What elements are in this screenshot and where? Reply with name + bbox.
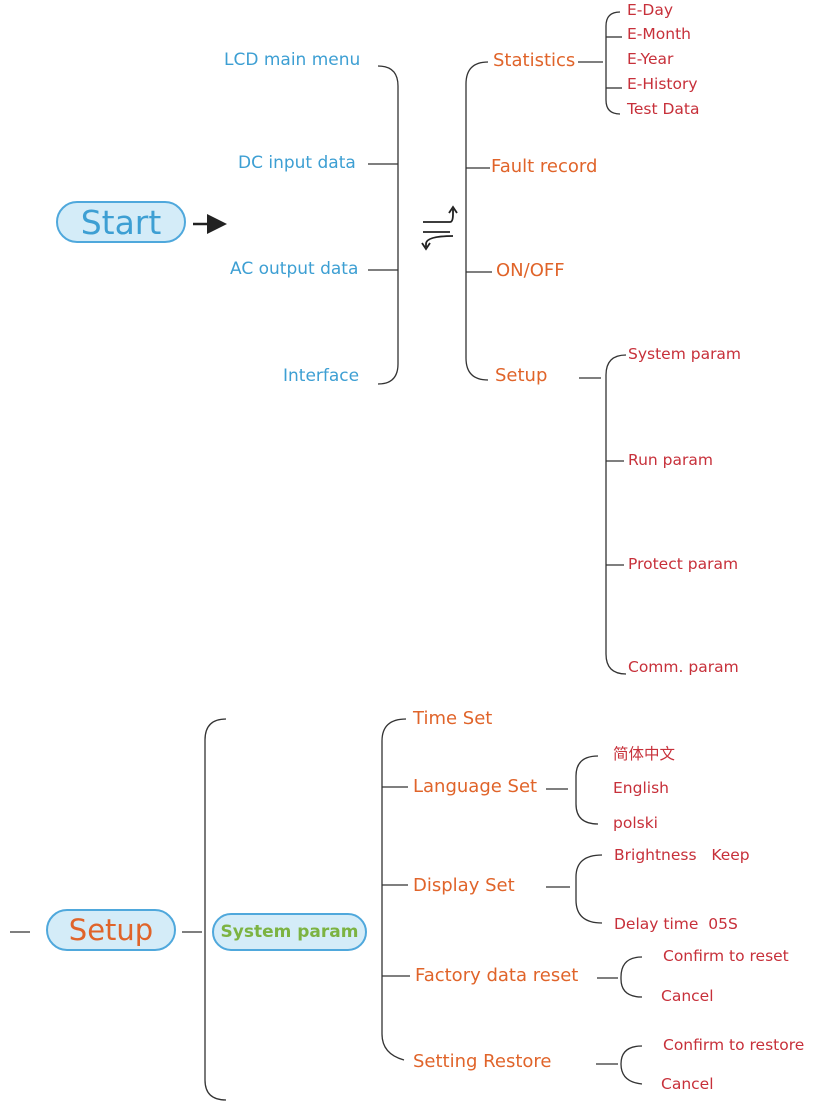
statistics-item-e-day: E-Day: [627, 1, 673, 19]
setting-restore-item-cancel: Cancel: [661, 1075, 714, 1093]
start-label: Start: [80, 202, 162, 242]
menu-item-dc-input-data: DC input data: [238, 153, 356, 173]
submenu-item-statistics: Statistics: [493, 50, 576, 71]
submenu-item-on-off: ON/OFF: [496, 260, 565, 281]
menu-item-ac-output-data: AC output data: [230, 259, 359, 279]
system-param-item-language-set: Language Set: [413, 776, 538, 797]
setting-restore-bracket: [620, 1045, 643, 1085]
main-menu-bracket: [377, 65, 399, 385]
language-item-english: English: [613, 779, 669, 797]
display-item-brightness: Brightness Keep: [614, 846, 750, 864]
factory-reset-item-confirm: Confirm to reset: [663, 947, 789, 965]
setup-bracket: [605, 354, 627, 675]
statistics-bracket: [605, 11, 621, 115]
system-param-item-setting-restore: Setting Restore: [413, 1051, 552, 1072]
system-param-node: System param: [212, 913, 367, 951]
setup-item-comm-param: Comm. param: [628, 658, 739, 676]
display-item-delay-time: Delay time 05S: [614, 915, 738, 933]
start-node: Start: [56, 201, 186, 243]
factory-reset-item-cancel: Cancel: [661, 987, 714, 1005]
setup-item-system-param: System param: [628, 345, 742, 363]
statistics-item-e-month: E-Month: [627, 25, 691, 43]
setup-item-run-param: Run param: [628, 451, 713, 469]
system-param-item-time-set: Time Set: [413, 708, 493, 729]
language-bracket: [575, 755, 599, 825]
system-param-label: System param: [220, 922, 359, 942]
language-item-chinese: 简体中文: [613, 745, 676, 763]
submenu-bracket: [465, 61, 489, 381]
language-item-polski: polski: [613, 814, 658, 832]
factory-reset-bracket: [620, 956, 643, 998]
statistics-item-e-year: E-Year: [627, 50, 674, 68]
setup-item-protect-param: Protect param: [628, 555, 739, 573]
statistics-item-e-history: E-History: [627, 75, 698, 93]
setup-node-label: Setup: [68, 913, 154, 947]
switch-arrows-icon: [421, 205, 458, 251]
submenu-item-fault-record: Fault record: [491, 156, 598, 177]
setting-restore-item-confirm: Confirm to restore: [663, 1036, 805, 1054]
system-param-item-factory-data-reset: Factory data reset: [415, 965, 579, 986]
menu-item-interface: Interface: [283, 366, 360, 386]
display-bracket: [575, 854, 603, 924]
setup-root-bracket: [204, 718, 227, 1101]
menu-item-lcd-main-menu: LCD main menu: [224, 50, 361, 70]
statistics-item-test-data: Test Data: [627, 100, 700, 118]
system-param-bracket: [381, 718, 407, 1061]
submenu-item-setup: Setup: [495, 365, 548, 386]
system-param-item-display-set: Display Set: [413, 875, 515, 896]
setup-node: Setup: [46, 909, 176, 951]
